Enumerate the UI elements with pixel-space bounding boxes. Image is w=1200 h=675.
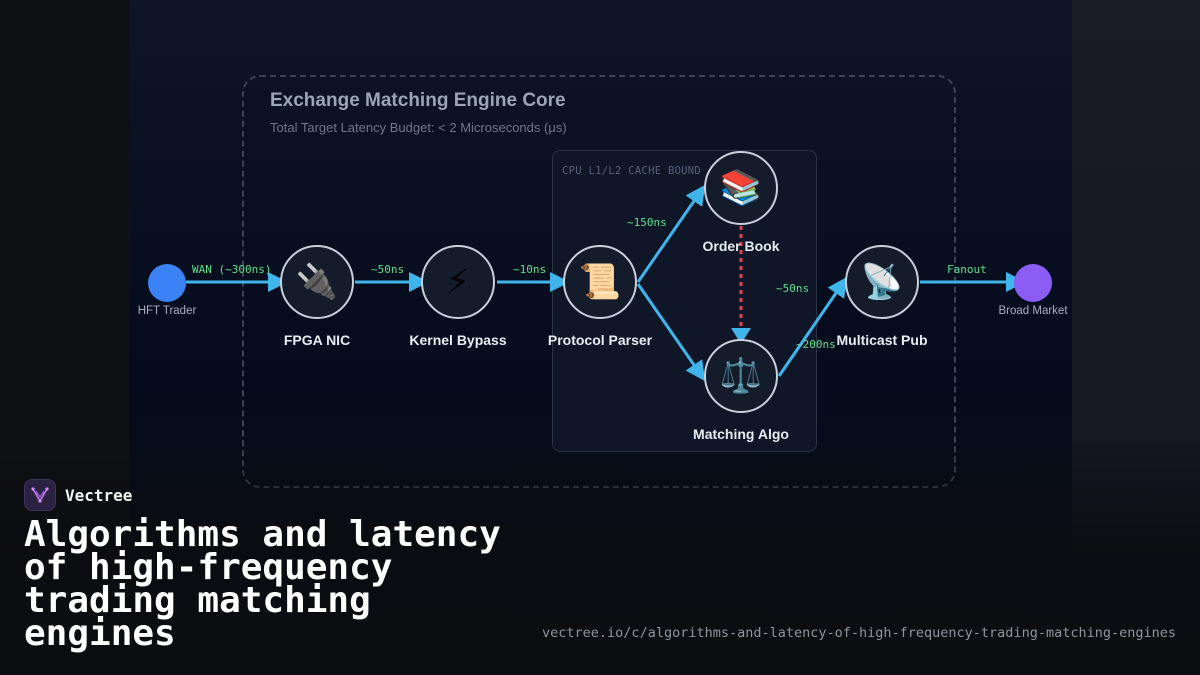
protocol-parser-node[interactable]: 📜 xyxy=(563,245,637,319)
scroll-icon: 📜 xyxy=(578,262,622,302)
page-headline: Algorithms and latency of high-frequency… xyxy=(24,514,501,654)
wire-book-algo-arrowhead xyxy=(731,328,751,344)
edge-label-bypass-parser: ~10ns xyxy=(513,263,547,276)
fpga-nic-label: FPGA NIC xyxy=(283,332,351,348)
fpga-nic-node[interactable]: 🔌 xyxy=(280,245,354,319)
vectree-logo-icon xyxy=(24,479,56,511)
kernel-bypass-label: Kernel Bypass xyxy=(409,332,507,348)
books-icon: 📚 xyxy=(719,168,763,208)
matching-algo-label: Matching Algo xyxy=(693,426,789,442)
bottom-fade-overlay xyxy=(0,440,1200,675)
order-book-node[interactable]: 📚 xyxy=(704,151,778,225)
edge-label-parser-book: ~150ns xyxy=(627,216,667,229)
brand[interactable]: Vectree xyxy=(24,479,132,511)
brand-name: Vectree xyxy=(65,485,133,505)
cache-region-label: CPU L1/L2 CACHE BOUND xyxy=(562,165,702,177)
kernel-bypass-node[interactable]: ⚡ xyxy=(421,245,495,319)
edge-label-algo-extra: ~200ns xyxy=(796,338,836,351)
page-url[interactable]: vectree.io/c/algorithms-and-latency-of-h… xyxy=(542,625,1176,641)
edge-label-nic-bypass: ~50ns xyxy=(371,263,405,276)
sink-endpoint[interactable] xyxy=(1014,264,1052,302)
edge-label-wan: WAN (~300ns) xyxy=(192,263,272,276)
plug-icon: 🔌 xyxy=(295,262,339,302)
wire-algo-pub xyxy=(777,276,848,377)
edge-label-fanout: Fanout xyxy=(947,263,987,276)
matching-algo-node[interactable]: ⚖️ xyxy=(704,339,778,413)
protocol-parser-label: Protocol Parser xyxy=(547,332,653,348)
diagram-subtitle: Total Target Latency Budget: < 2 Microse… xyxy=(270,120,567,135)
source-label: HFT Trader xyxy=(137,305,197,317)
scales-icon: ⚖️ xyxy=(719,356,763,396)
lightning-icon: ⚡ xyxy=(446,262,470,302)
satellite-dish-icon: 📡 xyxy=(860,262,904,302)
wire-parser-book xyxy=(636,184,706,283)
edge-label-algo-pub: ~50ns xyxy=(776,282,810,295)
wire-parser-algo xyxy=(636,283,706,382)
multicast-pub-label: Multicast Pub xyxy=(836,332,928,348)
diagram-title: Exchange Matching Engine Core xyxy=(270,90,566,111)
multicast-pub-node[interactable]: 📡 xyxy=(845,245,919,319)
order-book-label: Order Book xyxy=(702,238,780,254)
source-endpoint[interactable] xyxy=(148,264,186,302)
sink-label: Broad Market xyxy=(998,305,1068,317)
